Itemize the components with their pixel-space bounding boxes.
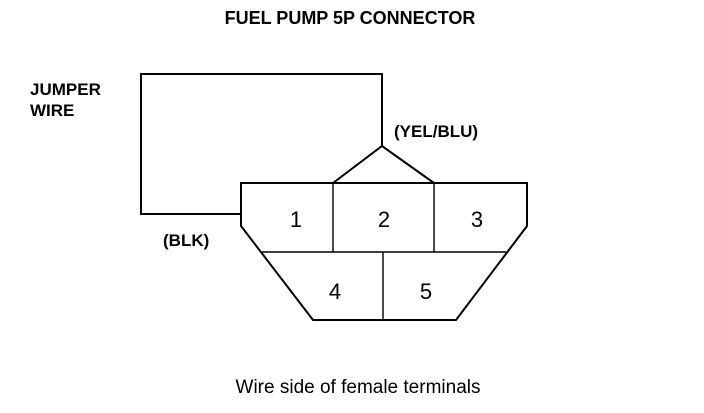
jumper-wire-label-line2: WIRE — [30, 101, 74, 120]
terminal-2: 2 — [378, 207, 390, 232]
connector-housing — [240, 182, 528, 321]
jumper-wire — [140, 73, 383, 215]
wire-color-yel-blu: (YEL/BLU) — [394, 122, 478, 141]
connector-lock-tab — [332, 144, 435, 184]
terminal-5: 5 — [420, 279, 432, 304]
wire-color-blk: (BLK) — [163, 231, 209, 250]
jumper-wire-label-line1: JUMPER — [30, 80, 101, 99]
diagram-title: FUEL PUMP 5P CONNECTOR — [225, 8, 476, 28]
terminal-4: 4 — [329, 279, 341, 304]
terminal-3: 3 — [471, 207, 483, 232]
terminal-1: 1 — [290, 207, 302, 232]
diagram-caption: Wire side of female terminals — [236, 377, 481, 398]
